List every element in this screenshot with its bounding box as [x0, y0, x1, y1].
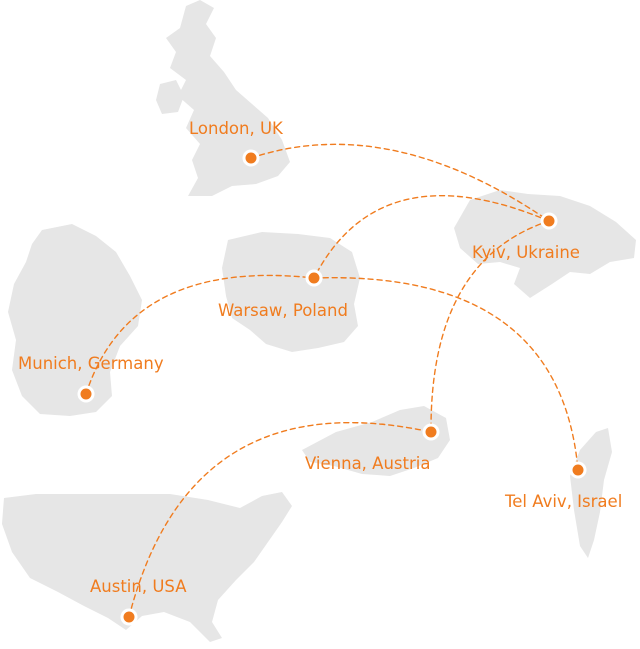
city-label-austin: Austin, USA [90, 577, 187, 596]
poland-shape [222, 232, 360, 352]
route-kyiv-warsaw [313, 195, 550, 279]
city-dot-munich [77, 385, 95, 403]
country-shapes [2, 0, 636, 642]
city-label-vienna: Vienna, Austria [305, 454, 430, 473]
usa-shape [2, 492, 292, 642]
city-dot-telaviv [569, 461, 587, 479]
austria-shape [302, 406, 450, 476]
city-label-warsaw: Warsaw, Poland [218, 301, 348, 320]
city-dot-london [242, 149, 260, 167]
uk-shape [166, 0, 290, 196]
city-dot-kyiv [540, 212, 558, 230]
route-lines [85, 143, 579, 618]
city-label-kyiv: Kyiv, Ukraine [472, 243, 580, 262]
ireland-shape [156, 80, 184, 114]
route-kyiv-vienna [430, 220, 550, 433]
route-warsaw-telaviv [313, 277, 579, 471]
city-label-telaviv: Tel Aviv, Israel [504, 492, 622, 511]
city-dot-warsaw [305, 269, 323, 287]
city-dot-austin [120, 608, 138, 626]
israel-shape [570, 428, 612, 558]
route-london-kyiv [250, 143, 550, 222]
route-munich-warsaw [85, 274, 315, 395]
city-dot-vienna [422, 423, 440, 441]
route-austin-vienna [128, 421, 432, 618]
germany-shape [8, 224, 142, 416]
city-label-london: London, UK [189, 119, 284, 138]
city-label-munich: Munich, Germany [18, 354, 164, 373]
ukraine-shape [454, 190, 636, 298]
city-dots [77, 149, 587, 626]
